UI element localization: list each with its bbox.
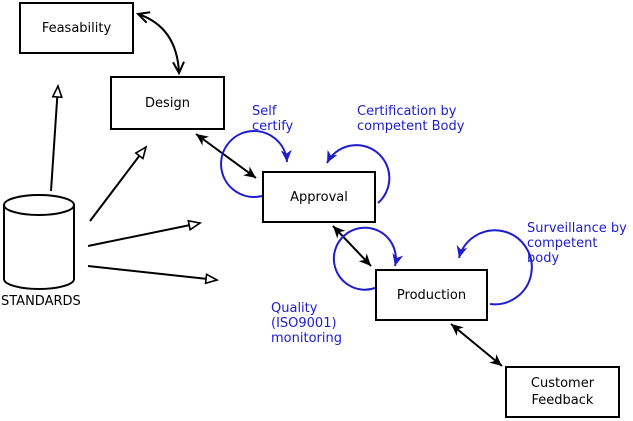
- standards-to-design-arrow: [89, 145, 148, 222]
- approval-label: Approval: [290, 189, 348, 205]
- quality-monitoring-loop-arrow: [332, 226, 404, 291]
- production-node: Production: [375, 269, 488, 321]
- self-certify-annotation: Self certify: [252, 104, 294, 134]
- surveillance-loop-arrow: [456, 229, 533, 306]
- production-label: Production: [396, 287, 467, 303]
- standards-cylinder: [3, 194, 75, 290]
- customer-feedback-label: Customer Feedback: [530, 376, 595, 408]
- approval-node: Approval: [262, 171, 376, 223]
- production-customer-feedback-arrow: [450, 323, 503, 367]
- quality-monitoring-annotation: Quality (ISO9001) monitoring: [271, 301, 342, 346]
- certification-annotation: Certification by competent Body: [357, 104, 465, 134]
- standards-label: STANDARDS: [1, 294, 81, 309]
- standards-to-approval-arrow: [87, 219, 203, 247]
- design-approval-arrow: [195, 133, 257, 179]
- feasability-label: Feasability: [41, 20, 112, 36]
- customer-feedback-node: Customer Feedback: [505, 366, 620, 418]
- approval-production-arrow: [332, 225, 372, 267]
- standards-to-feasability-arrow: [50, 83, 63, 192]
- feasability-node: Feasability: [19, 2, 134, 54]
- certification-loop-arrow: [326, 144, 391, 204]
- self-certify-loop-arrow: [220, 130, 292, 198]
- design-node: Design: [110, 76, 225, 130]
- surveillance-annotation: Surveillance by competent body: [527, 221, 627, 266]
- standards-to-production-arrow: [87, 265, 220, 285]
- feasability-design-arrow: [135, 11, 185, 76]
- design-label: Design: [145, 95, 190, 111]
